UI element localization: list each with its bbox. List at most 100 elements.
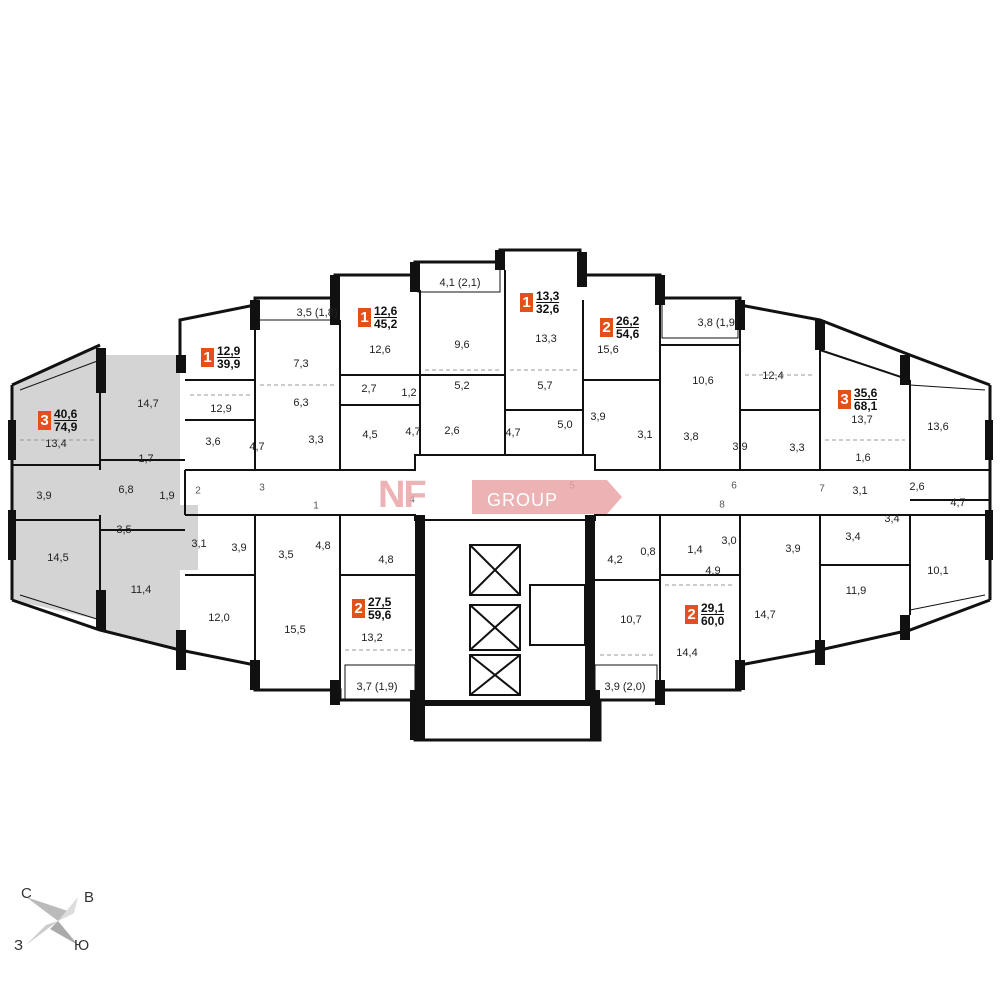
room-area-label: 3,8 [683, 431, 699, 443]
room-area-label: 3,0 [721, 535, 737, 547]
room-count: 2 [352, 599, 365, 618]
balconies [19, 261, 986, 701]
room-area-label: 4,7 [950, 497, 966, 509]
room-area-label: 3,9 (2,0) [604, 681, 646, 693]
room-count: 3 [38, 411, 51, 430]
room-area-label: 3,9 [732, 441, 748, 453]
zone-dividers [20, 369, 905, 656]
room-area-label: 5,2 [454, 380, 470, 392]
room-count: 1 [520, 293, 533, 312]
room-area-label: 13,2 [361, 632, 383, 644]
room-area-label: 1,7 [138, 453, 154, 465]
living-area: 35,6 [854, 386, 878, 400]
room-count: 3 [838, 390, 851, 409]
room-area-label: 4,1 (2,1) [439, 277, 481, 289]
living-area: 26,2 [616, 314, 640, 328]
corridor-walls [12, 270, 990, 696]
room-area-label: 1,6 [855, 452, 871, 464]
nf-group-logo: NF GROUP [372, 472, 622, 522]
room-area-label: 6,3 [293, 397, 309, 409]
living-area: 27,5 [368, 595, 392, 609]
total-area: 39,9 [217, 357, 241, 371]
apartment-door-number: 4 [409, 494, 415, 506]
compass-rose: С В З Ю [14, 885, 98, 965]
apartment-door-number: 8 [719, 499, 725, 511]
total-area: 45,2 [374, 317, 398, 331]
room-area-label: 3,7 (1,9) [356, 681, 398, 693]
room-area-label: 3,1 [852, 485, 868, 497]
room-area-label: 11,4 [130, 584, 152, 596]
room-area-label: 10,7 [620, 614, 642, 626]
room-area-label: 3,5 (1,8) [296, 307, 338, 319]
room-area-label: 13,3 [535, 333, 557, 345]
room-area-label: 3,4 [884, 513, 900, 525]
total-area: 74,9 [54, 420, 78, 434]
room-area-label: 5,7 [537, 380, 553, 392]
room-area-label: 4,9 [705, 565, 721, 577]
compass-south: Ю [74, 937, 90, 954]
room-area-label: 4,5 [362, 429, 378, 441]
room-area-label: 12,9 [210, 403, 232, 415]
room-area-label: 14,7 [754, 609, 776, 621]
compass-east: В [84, 889, 95, 906]
room-area-label: 3,9 [785, 543, 801, 555]
room-area-label: 3,8 (1,9) [697, 317, 739, 329]
living-area: 40,6 [54, 407, 78, 421]
room-area-label: 2,7 [361, 383, 377, 395]
room-area-label: 10,1 [927, 565, 949, 577]
room-area-label: 12,4 [762, 370, 784, 382]
total-area: 32,6 [536, 302, 560, 316]
room-area-label: 7,3 [293, 358, 309, 370]
total-area: 54,6 [616, 327, 640, 341]
room-count: 2 [685, 605, 698, 624]
room-area-label: 15,5 [284, 624, 306, 636]
room-area-label: 3,9 [590, 411, 606, 423]
room-area-label: 3,9 [36, 490, 52, 502]
room-area-label: 3,9 [231, 542, 247, 554]
room-area-label: 0,8 [640, 546, 656, 558]
room-area-label: 13,6 [927, 421, 949, 433]
room-area-label: 11,9 [845, 585, 867, 597]
living-area: 13,3 [536, 289, 560, 303]
room-area-label: 4,7 [405, 426, 421, 438]
room-area-label: 4,2 [607, 554, 623, 566]
total-area: 68,1 [854, 399, 878, 413]
total-area: 60,0 [701, 614, 725, 628]
room-area-label: 2,6 [444, 425, 460, 437]
room-area-label: 4,7 [505, 427, 521, 439]
room-area-label: 13,4 [45, 438, 67, 450]
room-area-label: 3,1 [191, 538, 207, 550]
living-area: 29,1 [701, 601, 725, 615]
room-area-label: 3,4 [845, 531, 861, 543]
selected-apartment-fill [12, 345, 198, 650]
logo-mark: NF [378, 474, 427, 516]
room-count: 1 [358, 308, 371, 327]
room-area-label: 3,5 [116, 524, 132, 536]
room-area-label: 3,1 [637, 429, 653, 441]
apartment-door-number: 1 [313, 500, 319, 512]
room-area-label: 3,6 [205, 436, 221, 448]
room-area-label: 4,7 [249, 441, 265, 453]
room-count: 1 [201, 348, 214, 367]
living-area: 12,6 [374, 304, 398, 318]
room-area-label: 9,6 [454, 339, 470, 351]
logo-text: GROUP [487, 490, 559, 510]
apartment-door-number: 7 [819, 483, 825, 495]
compass-north: С [21, 885, 32, 902]
room-area-label: 12,6 [369, 344, 391, 356]
